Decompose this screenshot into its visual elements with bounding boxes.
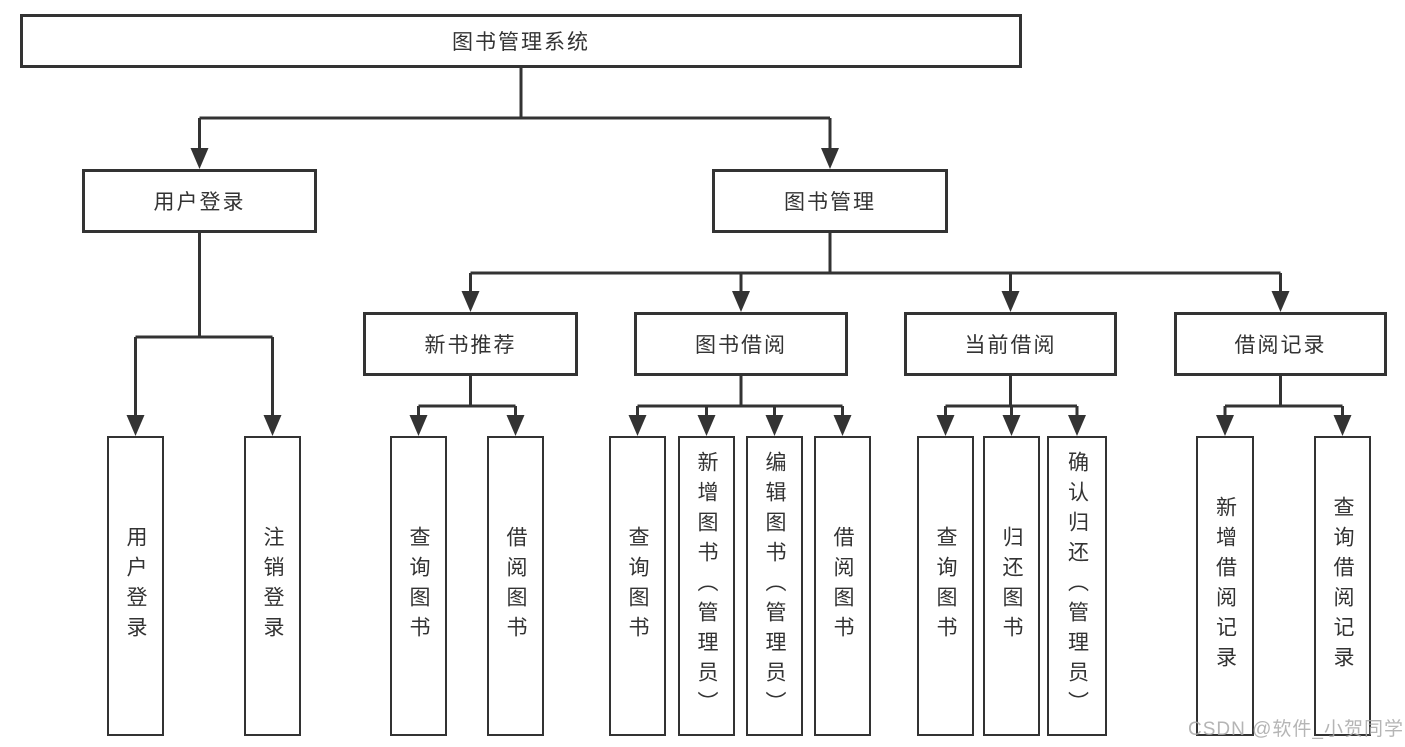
node-borrowing-records: 借阅记录 [1174,312,1387,376]
leaf-edit-books-admin: 编辑图书（管理员） [746,436,803,736]
node-new-book-recommendation: 新书推荐 [363,312,578,376]
leaf-user-login: 用户登录 [107,436,164,736]
leaf-label: 用户登录 [124,526,147,646]
leaf-query-books-current: 查询图书 [917,436,974,736]
leaf-label: 新增借阅记录 [1213,496,1237,676]
leaf-label: 查询图书 [626,526,649,646]
leaf-label: 借阅图书 [831,526,854,646]
leaf-query-borrow-record: 查询借阅记录 [1314,436,1371,736]
csdn-watermark: CSDN @软件_小贺同学 [1188,719,1404,740]
leaf-label: 借阅图书 [504,526,527,646]
leaf-borrow-books-borrow: 借阅图书 [814,436,871,736]
leaf-query-books-borrow: 查询图书 [609,436,666,736]
node-user-login: 用户登录 [82,169,317,233]
leaf-query-books-recommend: 查询图书 [390,436,447,736]
leaf-borrow-books-recommend: 借阅图书 [487,436,544,736]
leaf-confirm-return-admin: 确认归还（管理员） [1047,436,1107,736]
node-current-borrowing: 当前借阅 [904,312,1117,376]
leaf-label: 查询图书 [934,526,957,646]
leaf-label: 查询图书 [407,526,430,646]
leaf-add-books-admin: 新增图书（管理员） [678,436,735,736]
leaf-return-books: 归还图书 [983,436,1040,736]
node-library-management-system: 图书管理系统 [20,14,1022,68]
leaf-label: 注销登录 [261,526,284,646]
leaf-logout: 注销登录 [244,436,301,736]
leaf-label: 归还图书 [1000,526,1023,646]
arrowheads [126,148,1352,436]
leaf-label: 新增图书（管理员） [695,451,718,721]
node-book-management: 图书管理 [712,169,948,233]
leaf-label: 查询借阅记录 [1331,496,1354,676]
node-book-borrowing: 图书借阅 [634,312,848,376]
leaf-label: 编辑图书（管理员） [763,451,786,721]
leaf-add-borrow-record: 新增借阅记录 [1196,436,1254,736]
leaf-label: 确认归还（管理员） [1065,451,1089,721]
